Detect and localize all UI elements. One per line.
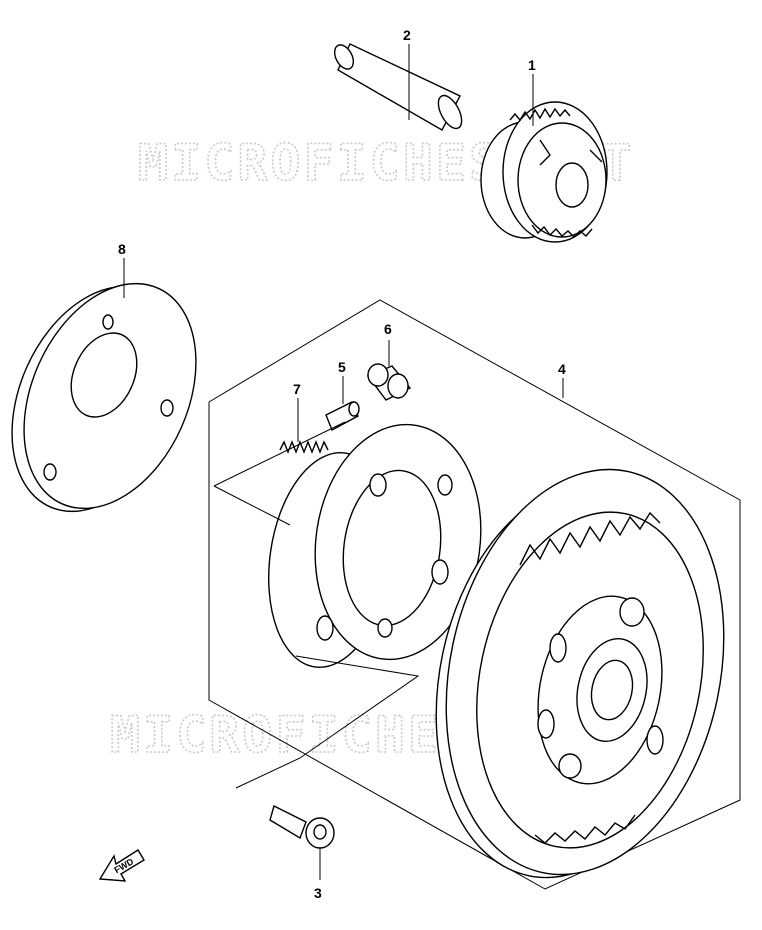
- callout-5: 5: [338, 359, 346, 375]
- callout-3: 3: [314, 885, 322, 901]
- part-6-roller: [366, 363, 412, 401]
- callout-2: 2: [403, 27, 411, 43]
- callout-8: 8: [118, 241, 126, 257]
- part-2-pin: [333, 43, 463, 131]
- one-way-clutch: [213, 421, 482, 789]
- part-5-pin: [325, 401, 360, 431]
- part-3-bolt: [269, 804, 335, 849]
- fwd-arrow-icon: FWD: [98, 849, 145, 882]
- leader-lines: [123, 44, 564, 880]
- callout-4: 4: [558, 361, 566, 377]
- callout-6: 6: [384, 321, 392, 337]
- assembly-bracket: [208, 299, 741, 890]
- part-7-spring: [279, 440, 329, 454]
- part-8-washer: [11, 282, 197, 513]
- starter-driven-gear: [435, 468, 725, 879]
- callout-7: 7: [293, 381, 301, 397]
- part-1-gear: [480, 101, 608, 243]
- callout-1: 1: [528, 57, 536, 73]
